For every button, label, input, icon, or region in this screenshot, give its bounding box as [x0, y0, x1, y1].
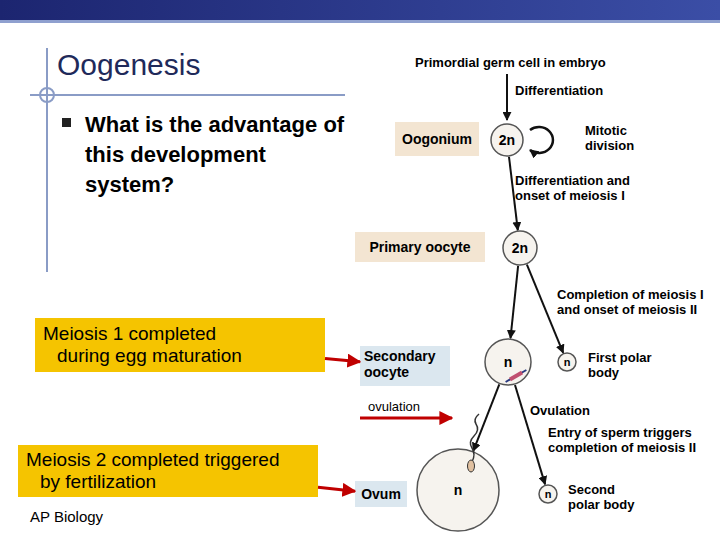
callout-box: Meiosis 1 completed during egg maturatio… [35, 318, 325, 372]
title-rule-vertical [46, 48, 48, 272]
slide-title: Oogenesis [57, 48, 200, 82]
mitosis-loop-arrow [530, 127, 553, 153]
edge-label: Entry of sperm triggers completion of me… [548, 425, 718, 455]
callout-text: Meiosis 2 completed triggered by fertili… [40, 449, 295, 493]
callout-box: Meiosis 2 completed triggered by fertili… [18, 445, 318, 497]
header-stripe [0, 20, 720, 23]
edge-label: Differentiation and onset of meiosis I [515, 173, 635, 203]
edge-label: Ovulation [530, 403, 610, 418]
cell-membrane [503, 231, 537, 265]
stage-box: Ovum [355, 481, 407, 507]
stage-label: Primordial germ cell in embryo [415, 55, 655, 70]
callout-text: Meiosis 1 completed during egg maturatio… [57, 323, 265, 367]
node-text: n [545, 488, 552, 500]
footer-text: AP Biology [30, 508, 190, 526]
development-arrow [511, 266, 519, 338]
node-text: Oogonium [395, 131, 479, 147]
node-text: Ovum [355, 486, 407, 502]
node-text: Secondary oocyte [364, 348, 446, 380]
node-text: n [564, 356, 571, 368]
node-text: n [504, 354, 513, 370]
pointer-arrow [325, 359, 360, 362]
polar-body-circle: n [557, 352, 577, 372]
node-text: 2n [499, 132, 515, 148]
bullet-square [62, 118, 71, 127]
cell-membrane [558, 353, 576, 371]
arrow-label: ovulation [368, 399, 458, 414]
node-text: n [454, 482, 463, 498]
cell-label: First polar body [588, 350, 658, 380]
process-label: Mitotic division [585, 123, 647, 153]
node-text: 2n [512, 240, 528, 256]
cell-membrane [417, 449, 499, 531]
cell-circle: 2n [502, 230, 538, 266]
bullet-question: What is the advantage of this developmen… [85, 110, 360, 200]
cell-label: Second polar body [568, 482, 648, 512]
stage-box: Oogonium [395, 122, 479, 156]
differentiation-arrow [506, 74, 508, 120]
cell-membrane [485, 339, 531, 385]
polar-body-circle: n [538, 484, 558, 504]
cell-membrane [491, 124, 523, 156]
ovulation-red-arrow [360, 417, 452, 420]
stage-box: Secondary oocyte [360, 346, 450, 386]
pointer-arrow [318, 487, 355, 491]
ovum-circle: n [416, 448, 500, 532]
cell-membrane [539, 485, 557, 503]
crosshair-circle [40, 88, 54, 102]
cell-circle: 2n [490, 123, 524, 157]
node-text: Primary oocyte [355, 239, 485, 255]
edge-label: Completion of meiosis I and onset of mei… [557, 287, 720, 317]
process-label: Differentiation [515, 83, 635, 98]
development-arrow [473, 384, 499, 451]
development-arrow [515, 385, 545, 484]
title-rule-horizontal [30, 94, 345, 96]
stage-box: Primary oocyte [355, 232, 485, 262]
cell-circle: n [484, 338, 532, 386]
header-bar [0, 0, 720, 20]
